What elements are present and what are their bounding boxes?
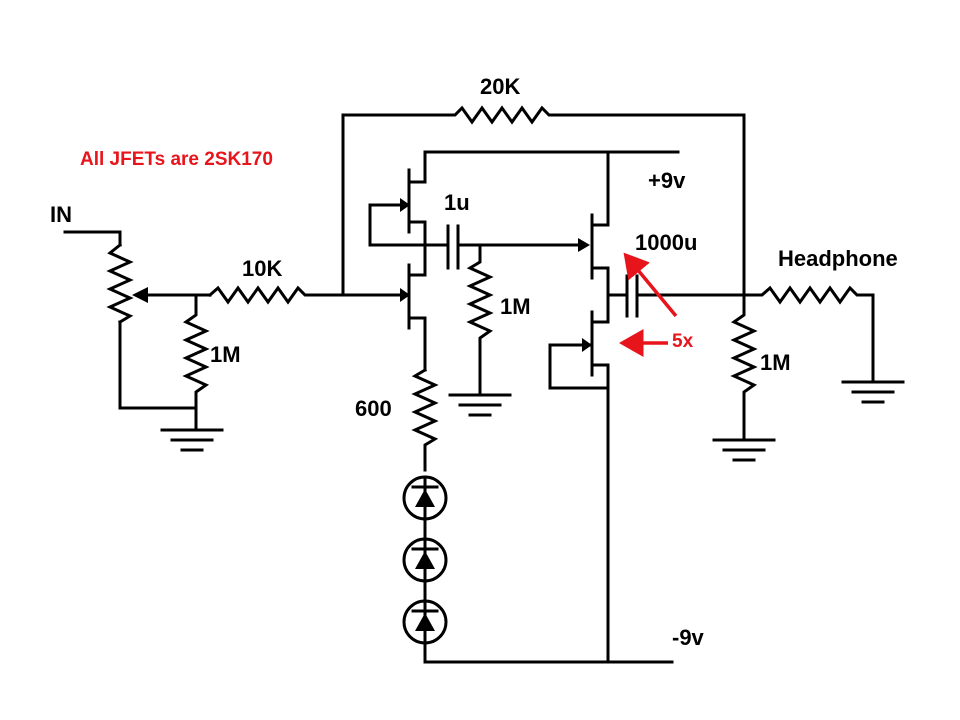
ground-1 <box>160 428 224 452</box>
jfet-output-follower <box>590 150 610 297</box>
jfet-input <box>398 256 427 372</box>
jfet-output-sink <box>548 293 610 664</box>
headphone-label: Headphone <box>778 246 898 271</box>
gate2-resistor <box>448 243 512 417</box>
source-resistor <box>411 367 439 472</box>
feedback-resistor-label: 20K <box>480 74 520 99</box>
negative-supply-label: -9v <box>672 625 705 650</box>
gate1-resistor-label: 1M <box>210 342 241 367</box>
input-label: IN <box>50 202 72 227</box>
gate2-resistor-label: 1M <box>500 294 531 319</box>
coupling-cap-label: 1u <box>444 190 470 215</box>
jfet-current-source <box>368 150 442 267</box>
diode-3 <box>402 579 448 645</box>
input-resistor <box>207 285 402 305</box>
output-capacitor <box>606 274 746 318</box>
source-resistor-label: 600 <box>355 396 392 421</box>
output-resistor-label: 1M <box>760 350 791 375</box>
gate1-resistor <box>182 293 210 432</box>
potentiometer <box>63 230 212 410</box>
negative-rail <box>423 641 674 664</box>
diode-2 <box>402 517 448 583</box>
multiplier-label: 5x <box>672 331 694 352</box>
feedback-resistor <box>341 105 746 297</box>
coupling-capacitor <box>438 224 590 270</box>
headphone-load <box>742 285 905 404</box>
output-resistor <box>712 293 776 462</box>
diode-1 <box>402 475 448 521</box>
input-resistor-label: 10K <box>242 256 282 281</box>
output-cap-label: 1000u <box>635 230 697 255</box>
jfet-note: All JFETs are 2SK170 <box>80 149 273 170</box>
multiplier-arrows <box>619 252 678 357</box>
positive-supply-label: +9v <box>648 168 686 193</box>
